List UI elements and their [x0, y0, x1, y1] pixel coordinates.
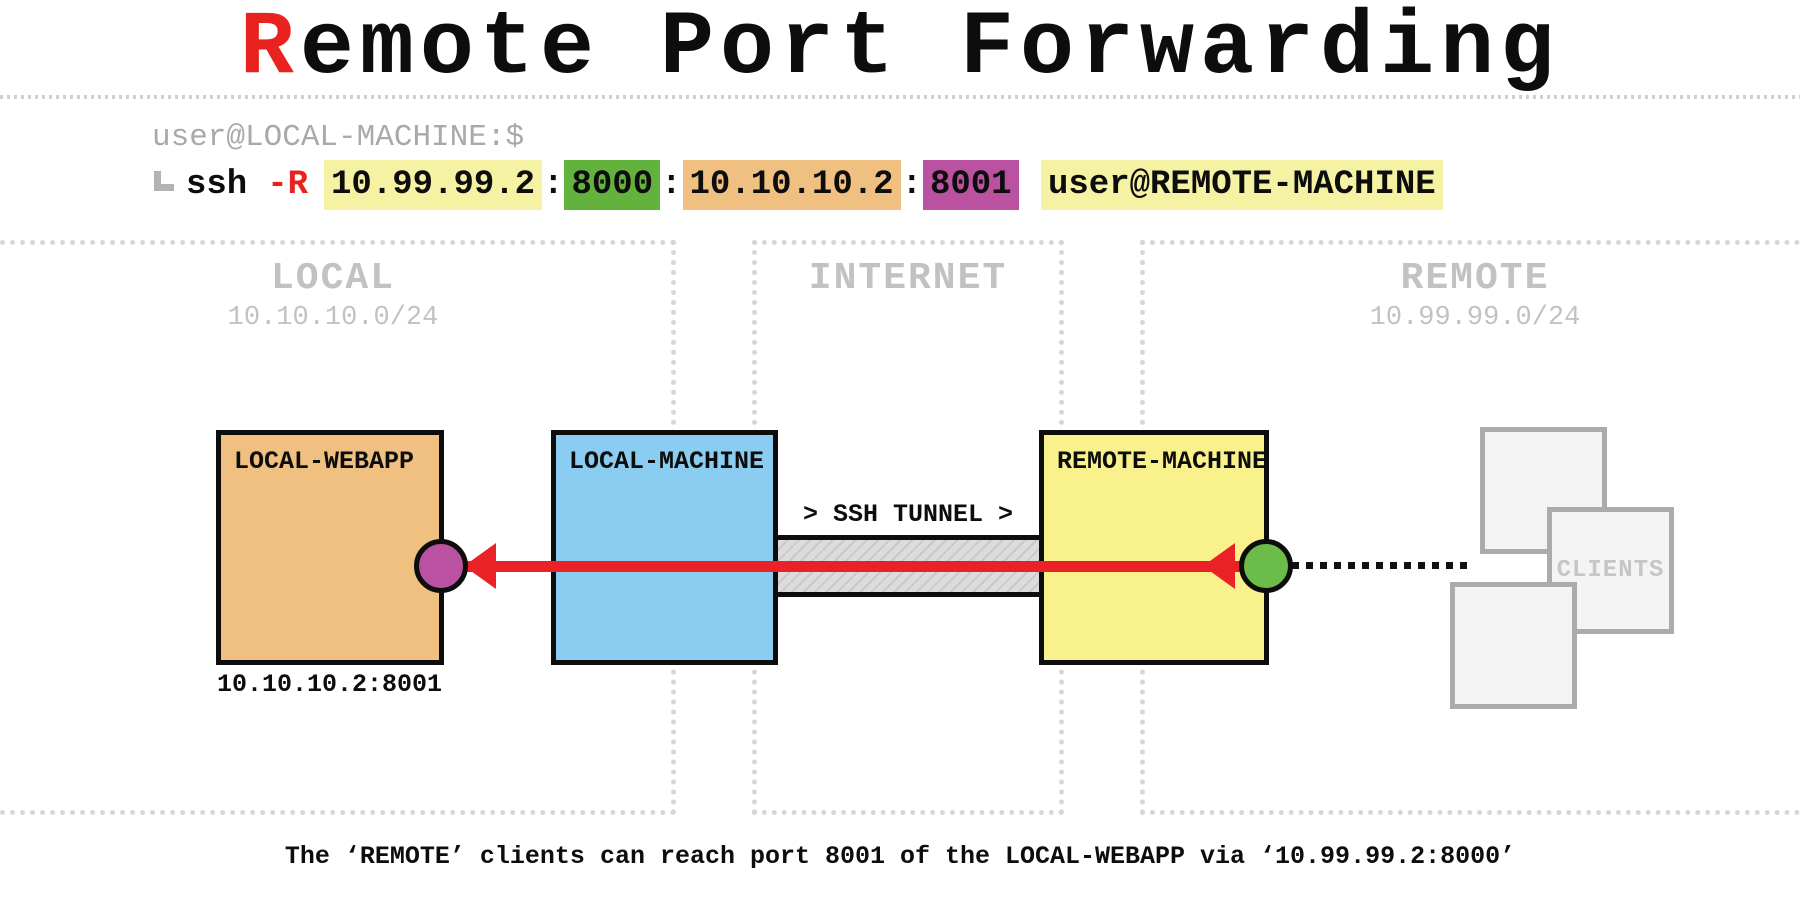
terminal-command: ssh -R 10.99.99.2 : 8000 : 10.10.10.2 : …: [152, 160, 1443, 210]
title-divider: [0, 95, 1800, 99]
port-8001-circle: [414, 539, 468, 593]
node-local-webapp: LOCAL-WEBAPP: [216, 430, 444, 665]
command-remote-bind-address: 10.99.99.2: [324, 160, 543, 210]
return-symbol-icon: [154, 171, 174, 191]
command-ssh: ssh: [186, 166, 248, 204]
command-local-address: 10.10.10.2: [682, 160, 901, 210]
zone-remote-label: REMOTE: [1400, 257, 1550, 300]
command-separator: :: [661, 166, 682, 204]
node-local-webapp-label: LOCAL-WEBAPP: [234, 447, 415, 476]
page-title: Remote Port Forwarding: [0, 0, 1800, 98]
zone-internet-label: INTERNET: [808, 257, 1008, 300]
command-separator: :: [901, 166, 922, 204]
clients-connection-dotted-line: [1292, 562, 1470, 569]
command-remote-port: 8000: [564, 160, 661, 210]
local-webapp-address: 10.10.10.2:8001: [217, 670, 443, 699]
title-first-letter: R: [239, 0, 300, 100]
forwarding-arrowhead-icon: [1203, 543, 1235, 589]
command-flag: -R: [267, 166, 309, 204]
clients-label: CLIENTS: [1556, 557, 1665, 584]
diagram-caption: The ‘REMOTE’ clients can reach port 8001…: [284, 842, 1516, 871]
port-8000-circle: [1239, 539, 1293, 593]
zone-local-subnet: 10.10.10.0/24: [227, 303, 439, 333]
command-space: [1019, 160, 1041, 210]
terminal-prompt: user@LOCAL-MACHINE:$: [152, 120, 525, 155]
forwarding-arrow-shaft: [466, 561, 1242, 572]
command-remote-user-host: user@REMOTE-MACHINE: [1041, 160, 1443, 210]
node-remote-machine-label: REMOTE-MACHINE: [1057, 447, 1268, 476]
zone-remote-subnet: 10.99.99.0/24: [1369, 303, 1581, 333]
ssh-tunnel-label: > SSH TUNNEL >: [802, 500, 1014, 529]
node-local-machine: LOCAL-MACHINE: [551, 430, 778, 665]
command-local-port: 8001: [922, 160, 1019, 210]
title-rest: emote Port Forwarding: [299, 0, 1561, 100]
node-local-machine-label: LOCAL-MACHINE: [569, 447, 765, 476]
command-separator: :: [543, 166, 564, 204]
forwarding-arrowhead-icon: [464, 543, 496, 589]
client-square: [1450, 582, 1577, 709]
zone-local-label: LOCAL: [270, 257, 396, 300]
